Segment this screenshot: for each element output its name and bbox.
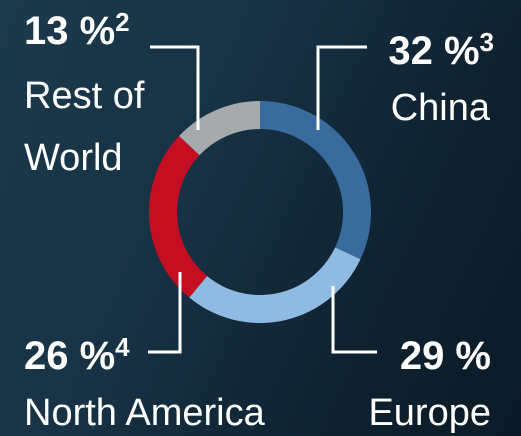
slice-value-label: 32 %3 [388, 27, 494, 73]
slice-category-label: World [24, 137, 123, 179]
leader-line-europe [331, 286, 377, 354]
slice-value-label: 26 %4 [24, 332, 130, 378]
donut-slice-europe [189, 246, 361, 323]
slice-value-label: 13 %2 [24, 7, 130, 53]
leader-line-north-america [148, 272, 182, 354]
donut-slice-rest-of-world [179, 101, 261, 156]
donut-slices [149, 101, 371, 323]
leader-line-china [316, 45, 367, 130]
slice-category-label: Rest of [24, 75, 145, 117]
slice-category-label: Europe [368, 392, 491, 434]
slice-category-label: China [391, 87, 491, 129]
donut-slice-north-america [149, 136, 208, 298]
slice-category-label: North America [24, 392, 266, 434]
donut-slice-china [259, 101, 371, 260]
leader-line-rest-of-world [150, 45, 200, 130]
slice-value-label: 29 % [400, 334, 491, 378]
